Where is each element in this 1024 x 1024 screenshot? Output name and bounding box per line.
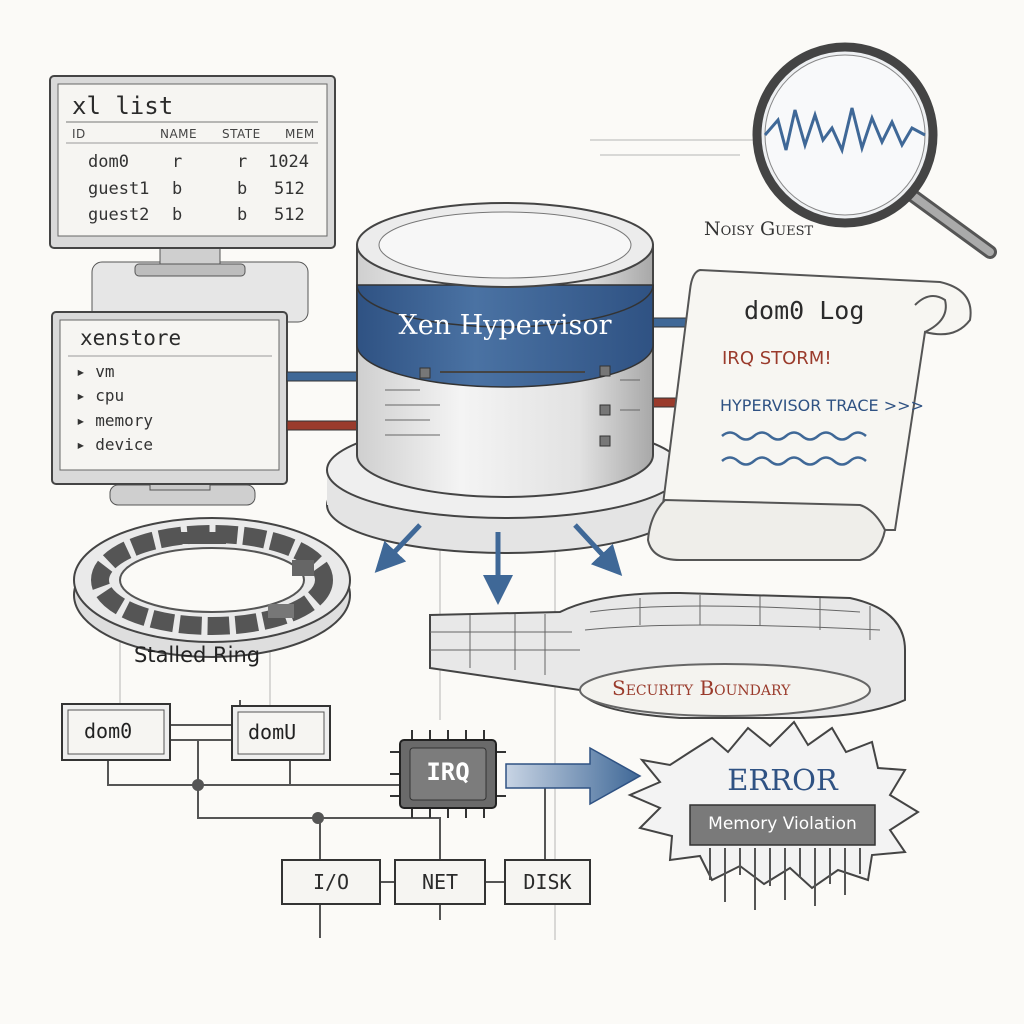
- hypervisor-label: Xen Hypervisor: [398, 310, 612, 341]
- noise-waveform: [763, 107, 926, 155]
- xl-list-header-id: ID: [72, 127, 86, 141]
- log-line-irq-storm: IRQ STORM!: [722, 348, 832, 369]
- triangle-right-icon: ▸: [76, 411, 96, 430]
- error-burst: [627, 720, 920, 910]
- xenstore-item-label: vm: [95, 362, 115, 381]
- triangle-right-icon: ▸: [76, 435, 96, 454]
- error-detail: Memory Violation: [708, 814, 857, 834]
- xl-list-row-mem: 1024: [268, 152, 309, 172]
- irq-error-arrow: [505, 746, 642, 806]
- error-title: ERROR: [727, 763, 838, 797]
- xl-list-row-state: r: [237, 152, 248, 172]
- xl-list-row-name: b: [172, 205, 183, 225]
- device-boxes: [281, 859, 591, 905]
- hypervisor-cylinder: [326, 202, 684, 554]
- triangle-right-icon: ▸: [76, 386, 96, 405]
- triangle-right-icon: ▸: [76, 362, 96, 381]
- stalled-ring: [73, 517, 351, 658]
- noisy-guest-label: Noisy Guest: [704, 218, 814, 240]
- dom0-label: dom0: [84, 719, 133, 743]
- xl-list-row-id: guest2: [88, 205, 150, 225]
- xl-list-row-state: b: [237, 205, 248, 225]
- xl-list-row-name: b: [172, 179, 183, 199]
- device-io-label: I/O: [312, 870, 350, 894]
- xl-list-row-id: dom0: [88, 152, 129, 172]
- xenstore-item: ▸ device: [76, 437, 153, 453]
- xenstore-item-label: memory: [95, 411, 154, 430]
- xl-list-monitor: [49, 75, 336, 323]
- dom0-box: [61, 703, 171, 761]
- device-disk-label: DISK: [523, 870, 572, 894]
- xl-list-row-id: guest1: [88, 179, 150, 199]
- xenstore-item-label: cpu: [95, 386, 125, 405]
- xl-list-header-state: STATE: [222, 127, 261, 141]
- xl-list-row-mem: 512: [274, 205, 305, 225]
- security-boundary-label: Security Boundary: [612, 676, 791, 700]
- irq-label: IRQ: [426, 758, 470, 786]
- xl-list-row-name: r: [172, 152, 183, 172]
- security-boundary-wall: [429, 591, 906, 719]
- xenstore-item-label: device: [95, 435, 154, 454]
- xl-list-row-mem: 512: [274, 179, 305, 199]
- irq-chip: [390, 730, 506, 818]
- xl-list-header-name: NAME: [160, 127, 198, 141]
- noisy-guest-magnifier: [752, 42, 997, 259]
- xl-list-title: xl list: [72, 92, 174, 120]
- xenstore-item: ▸ memory: [76, 413, 153, 429]
- log-line-hypervisor-trace: HYPERVISOR TRACE >>>: [720, 396, 924, 415]
- domU-box: [231, 705, 331, 761]
- xenstore-item: ▸ vm: [76, 364, 115, 380]
- stalled-ring-label: Stalled Ring: [134, 643, 261, 667]
- xl-list-header-mem: MEM: [285, 127, 315, 141]
- log-title: dom0 Log: [744, 296, 865, 325]
- xenstore-title: xenstore: [80, 326, 182, 350]
- domU-label: domU: [248, 720, 297, 744]
- hypervisor-arrows: [374, 523, 623, 605]
- device-net-label: NET: [421, 870, 459, 894]
- xenstore-item: ▸ cpu: [76, 388, 124, 404]
- dom0-log-scroll: [646, 268, 972, 561]
- xenstore-monitor: [51, 311, 288, 506]
- xl-list-row-state: b: [237, 179, 248, 199]
